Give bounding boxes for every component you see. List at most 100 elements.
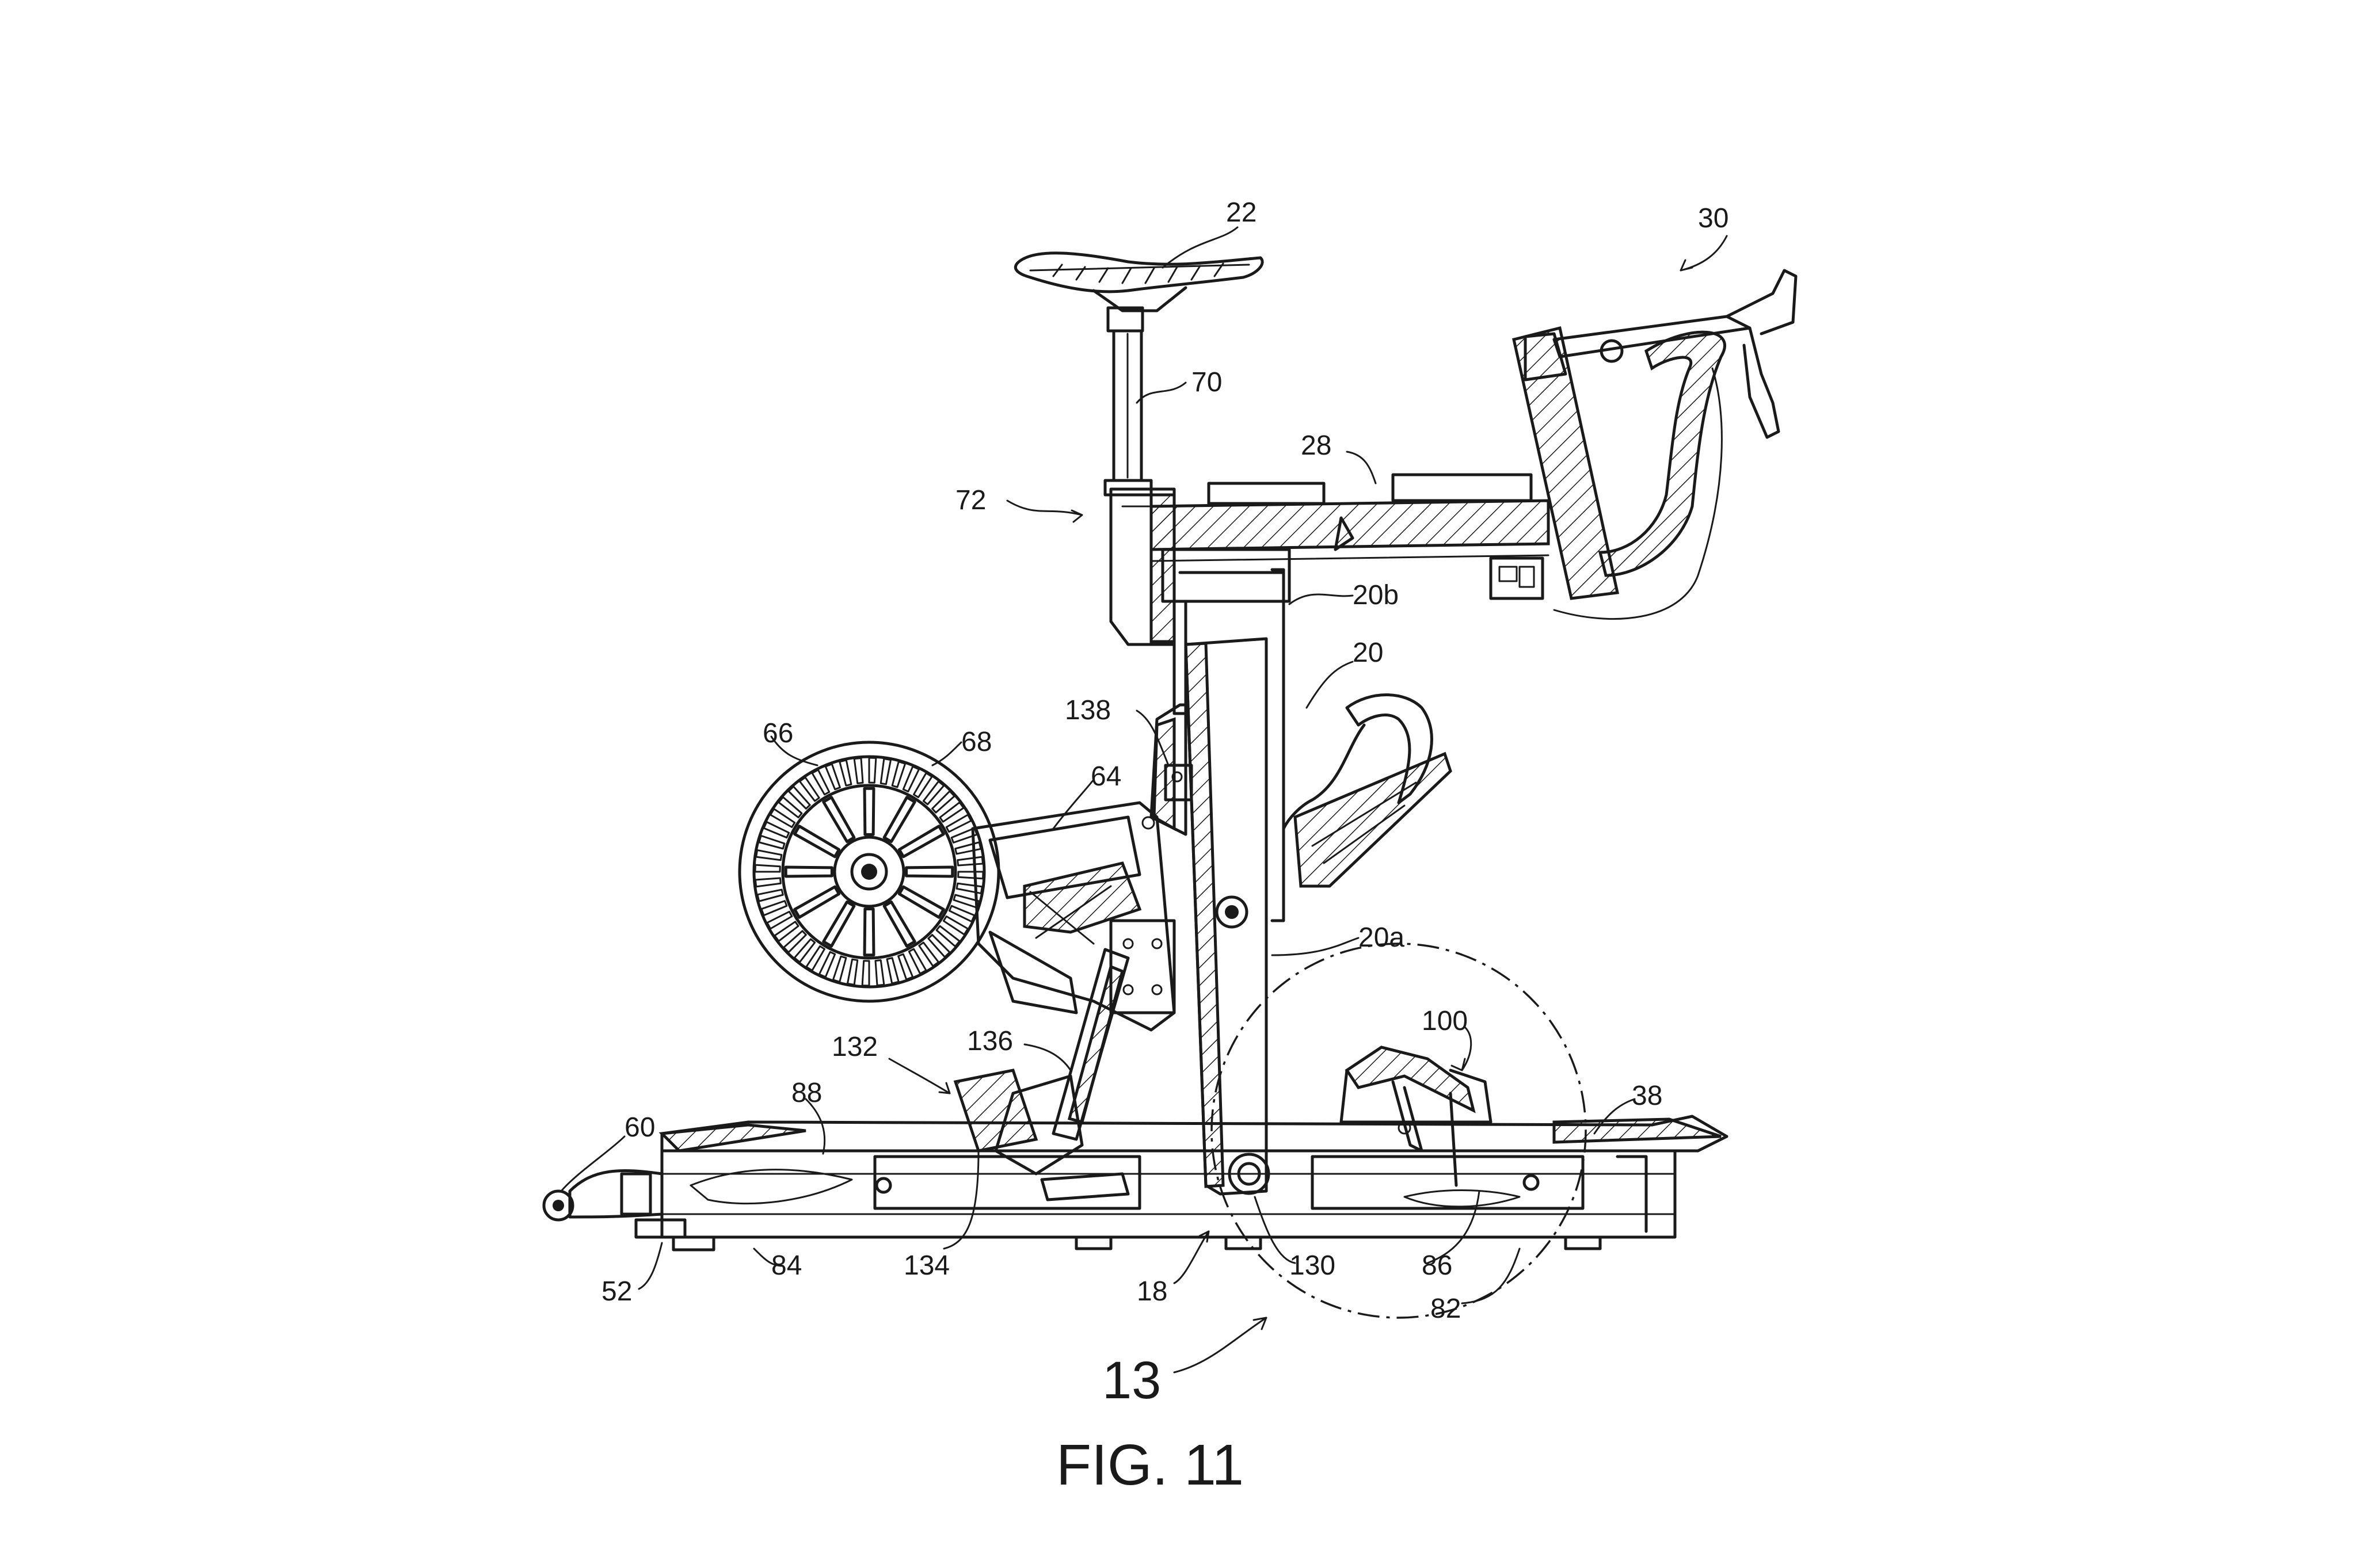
label-60: 60 bbox=[625, 1112, 655, 1143]
flywheel-fin bbox=[922, 780, 945, 806]
flywheel-spoke bbox=[863, 787, 875, 836]
label-132: 132 bbox=[832, 1032, 878, 1062]
flywheel-fin bbox=[945, 814, 972, 833]
handlebar-assembly bbox=[1489, 269, 1798, 620]
flywheel-fin bbox=[787, 785, 811, 810]
flywheel-fin bbox=[861, 960, 870, 987]
flywheel-fin bbox=[874, 959, 885, 986]
flywheel-fin bbox=[846, 958, 859, 986]
foot-52 bbox=[634, 1218, 687, 1239]
flywheel-fin bbox=[927, 934, 951, 958]
flywheel-fin bbox=[758, 834, 786, 850]
flywheel-fin bbox=[793, 938, 816, 963]
flywheel-fin bbox=[770, 808, 796, 828]
flywheel-fin bbox=[798, 776, 820, 802]
flywheel-spoke bbox=[822, 900, 856, 948]
leader-lines bbox=[560, 226, 1728, 1374]
flywheel-fin bbox=[902, 765, 920, 793]
label-22: 22 bbox=[1226, 197, 1257, 228]
flywheel-spoke bbox=[882, 796, 916, 844]
flywheel-fin bbox=[954, 841, 982, 855]
label-88: 88 bbox=[791, 1078, 822, 1108]
flywheel-fin bbox=[886, 957, 900, 985]
flywheel-fin bbox=[913, 772, 933, 799]
flywheel-fin bbox=[755, 849, 783, 861]
label-30: 30 bbox=[1698, 203, 1728, 234]
bottle-cage bbox=[1282, 693, 1452, 888]
label-28: 28 bbox=[1301, 430, 1331, 461]
flywheel-fin bbox=[955, 882, 983, 895]
label-72: 72 bbox=[955, 485, 986, 516]
support-arm bbox=[971, 801, 1176, 1032]
flywheel-fin bbox=[811, 769, 831, 796]
bracket-138 bbox=[1149, 703, 1193, 836]
label-38: 38 bbox=[1632, 1081, 1662, 1111]
flywheel-fin bbox=[783, 930, 807, 953]
label-70: 70 bbox=[1191, 367, 1222, 398]
flywheel-spoke bbox=[784, 865, 833, 878]
reference-numerals: 22 30 70 72 28 20b 20 138 66 68 64 20a 1… bbox=[601, 197, 1728, 1410]
flywheel-spoke bbox=[822, 796, 856, 844]
wheel-60 bbox=[542, 1169, 664, 1222]
label-130: 130 bbox=[1289, 1250, 1335, 1281]
flywheel-fin bbox=[766, 910, 793, 930]
flywheel-fin bbox=[818, 951, 836, 978]
flywheel-fin bbox=[950, 827, 978, 844]
flywheel-fin bbox=[942, 915, 969, 936]
flywheel-fin bbox=[939, 801, 965, 823]
flywheel-spoke bbox=[897, 885, 945, 919]
seat-post bbox=[1103, 306, 1153, 497]
flywheel-fin bbox=[853, 757, 864, 784]
figure-caption: FIG. 11 bbox=[1056, 1433, 1244, 1497]
mast bbox=[1161, 548, 1291, 1196]
flywheel-fin bbox=[760, 900, 788, 917]
label-20b: 20b bbox=[1353, 580, 1399, 611]
flywheel-fin bbox=[948, 905, 976, 923]
flywheel-fin bbox=[868, 757, 877, 784]
flywheel-spoke bbox=[793, 825, 841, 859]
saddle bbox=[1014, 251, 1264, 312]
flywheel-fin bbox=[839, 759, 852, 787]
label-20: 20 bbox=[1353, 638, 1383, 668]
flywheel-fin bbox=[824, 763, 841, 791]
top-beam bbox=[1149, 473, 1550, 562]
flywheel-fin bbox=[832, 955, 847, 983]
flywheel-fin bbox=[935, 925, 961, 948]
label-84: 84 bbox=[771, 1250, 802, 1281]
flywheel-fin bbox=[957, 856, 984, 867]
label-136: 136 bbox=[967, 1026, 1013, 1056]
flywheel-spoke bbox=[793, 885, 841, 919]
flywheel-fin bbox=[805, 945, 825, 971]
flywheel-spoke bbox=[905, 865, 954, 878]
flywheel-fin bbox=[756, 888, 784, 902]
flywheel-fin bbox=[957, 871, 984, 880]
label-13: 13 bbox=[1102, 1351, 1161, 1410]
label-18: 18 bbox=[1137, 1276, 1167, 1307]
detail-circle-13 bbox=[1210, 943, 1587, 1319]
flywheel-spoke bbox=[897, 825, 945, 859]
flywheel-fin bbox=[918, 941, 940, 967]
base bbox=[658, 1115, 1728, 1252]
label-68: 68 bbox=[961, 727, 992, 757]
label-20a: 20a bbox=[1358, 922, 1404, 953]
flywheel-fin bbox=[774, 921, 799, 943]
label-66: 66 bbox=[763, 718, 793, 749]
label-82: 82 bbox=[1430, 1294, 1461, 1324]
flywheel-fin bbox=[755, 877, 782, 888]
flywheel-fin bbox=[891, 761, 907, 788]
label-134: 134 bbox=[904, 1250, 950, 1281]
flywheel-spoke bbox=[882, 900, 916, 948]
flywheel-fin bbox=[908, 948, 927, 975]
label-64: 64 bbox=[1091, 761, 1121, 792]
flywheel-fin bbox=[879, 758, 892, 785]
flywheel-fin bbox=[931, 790, 955, 814]
label-52: 52 bbox=[601, 1276, 632, 1307]
flywheel-fin bbox=[778, 796, 803, 819]
flywheel-spoke bbox=[863, 907, 875, 957]
actuator bbox=[953, 948, 1130, 1201]
flywheel-fin bbox=[897, 953, 914, 981]
label-138: 138 bbox=[1065, 695, 1111, 726]
label-100: 100 bbox=[1422, 1006, 1468, 1036]
flywheel-fin bbox=[754, 864, 781, 873]
